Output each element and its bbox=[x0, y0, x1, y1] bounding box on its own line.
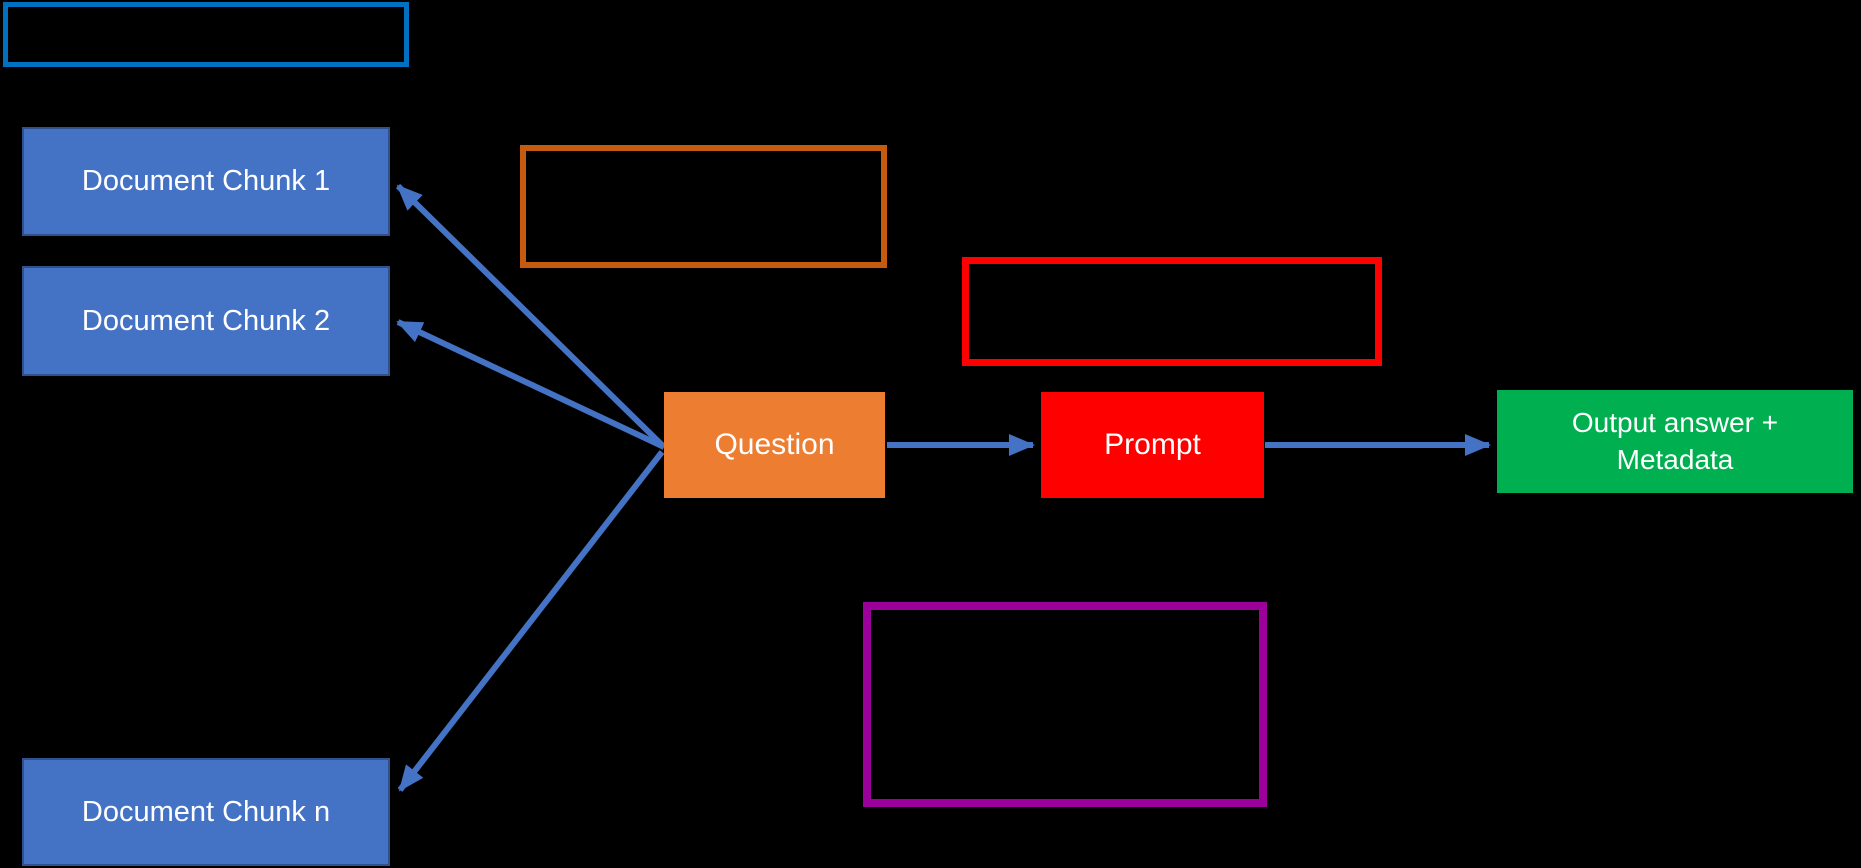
output-answer-metadata-label: Output answer + Metadata bbox=[1571, 406, 1779, 475]
arrow-question-to-chunkn bbox=[397, 450, 665, 792]
document-chunk-n-box: Document Chunk n bbox=[22, 758, 390, 866]
document-chunk-2-box: Document Chunk 2 bbox=[22, 266, 390, 376]
document-chunk-2-label: Document Chunk 2 bbox=[81, 304, 331, 337]
arrow-question-to-chunk2 bbox=[396, 319, 666, 450]
empty-highlight-box-purple bbox=[863, 602, 1267, 807]
empty-highlight-box-blue bbox=[3, 2, 409, 67]
output-answer-metadata-box: Output answer + Metadata bbox=[1497, 390, 1853, 493]
prompt-box: Prompt bbox=[1041, 392, 1264, 498]
document-chunk-1-box: Document Chunk 1 bbox=[22, 127, 390, 236]
prompt-label: Prompt bbox=[1104, 428, 1201, 461]
empty-highlight-box-red bbox=[962, 257, 1382, 366]
document-chunk-n-label: Document Chunk n bbox=[81, 795, 331, 828]
question-label: Question bbox=[714, 428, 835, 461]
document-chunk-1-label: Document Chunk 1 bbox=[81, 165, 331, 197]
empty-highlight-box-orange bbox=[520, 145, 887, 268]
question-box: Question bbox=[664, 392, 885, 498]
